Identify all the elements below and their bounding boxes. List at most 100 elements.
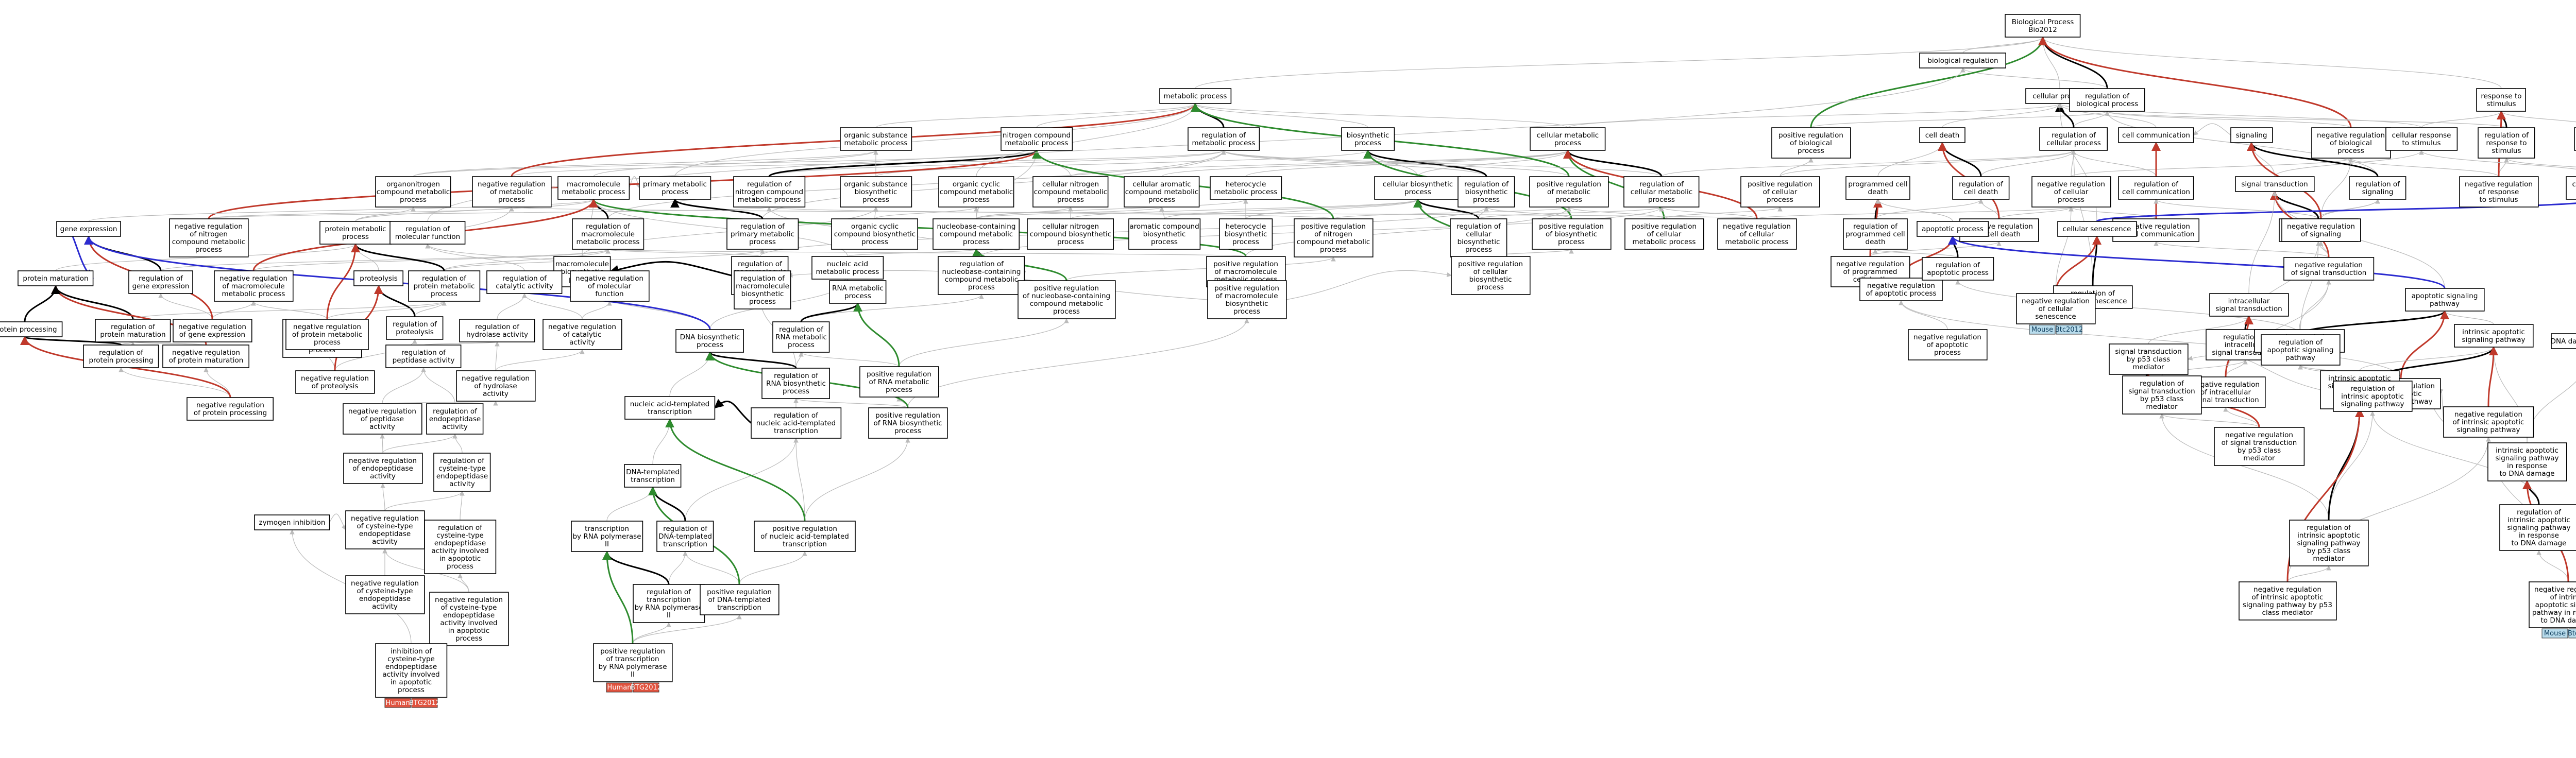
- go-term-node-respstress[interactable]: response tostress: [2574, 127, 2576, 151]
- go-term-node-apoptotic[interactable]: apoptotic process: [1917, 221, 1989, 237]
- go-term-node-biolreg[interactable]: biological regulation: [1919, 53, 2006, 68]
- go-term-node-regmacrobiosyn2[interactable]: regulation ofmacromoleculebiosyntheticpr…: [734, 270, 791, 309]
- go-term-node-proteolysis[interactable]: proteolysis: [353, 270, 403, 286]
- go-term-node-regcysendo[interactable]: regulation ofcysteine-typeendopeptidasea…: [433, 453, 491, 492]
- go-term-node-dnadamage[interactable]: DNA damage response: [2551, 333, 2576, 349]
- go-term-node-signaling[interactable]: signaling: [2230, 127, 2273, 143]
- go-term-node-protproc[interactable]: protein processing: [0, 321, 63, 337]
- go-term-node-metab[interactable]: metabolic process: [1159, 88, 1232, 104]
- go-term-node-genexpr[interactable]: gene expression: [56, 221, 121, 237]
- go-term-node-zymogen[interactable]: zymogen inhibition: [254, 514, 330, 530]
